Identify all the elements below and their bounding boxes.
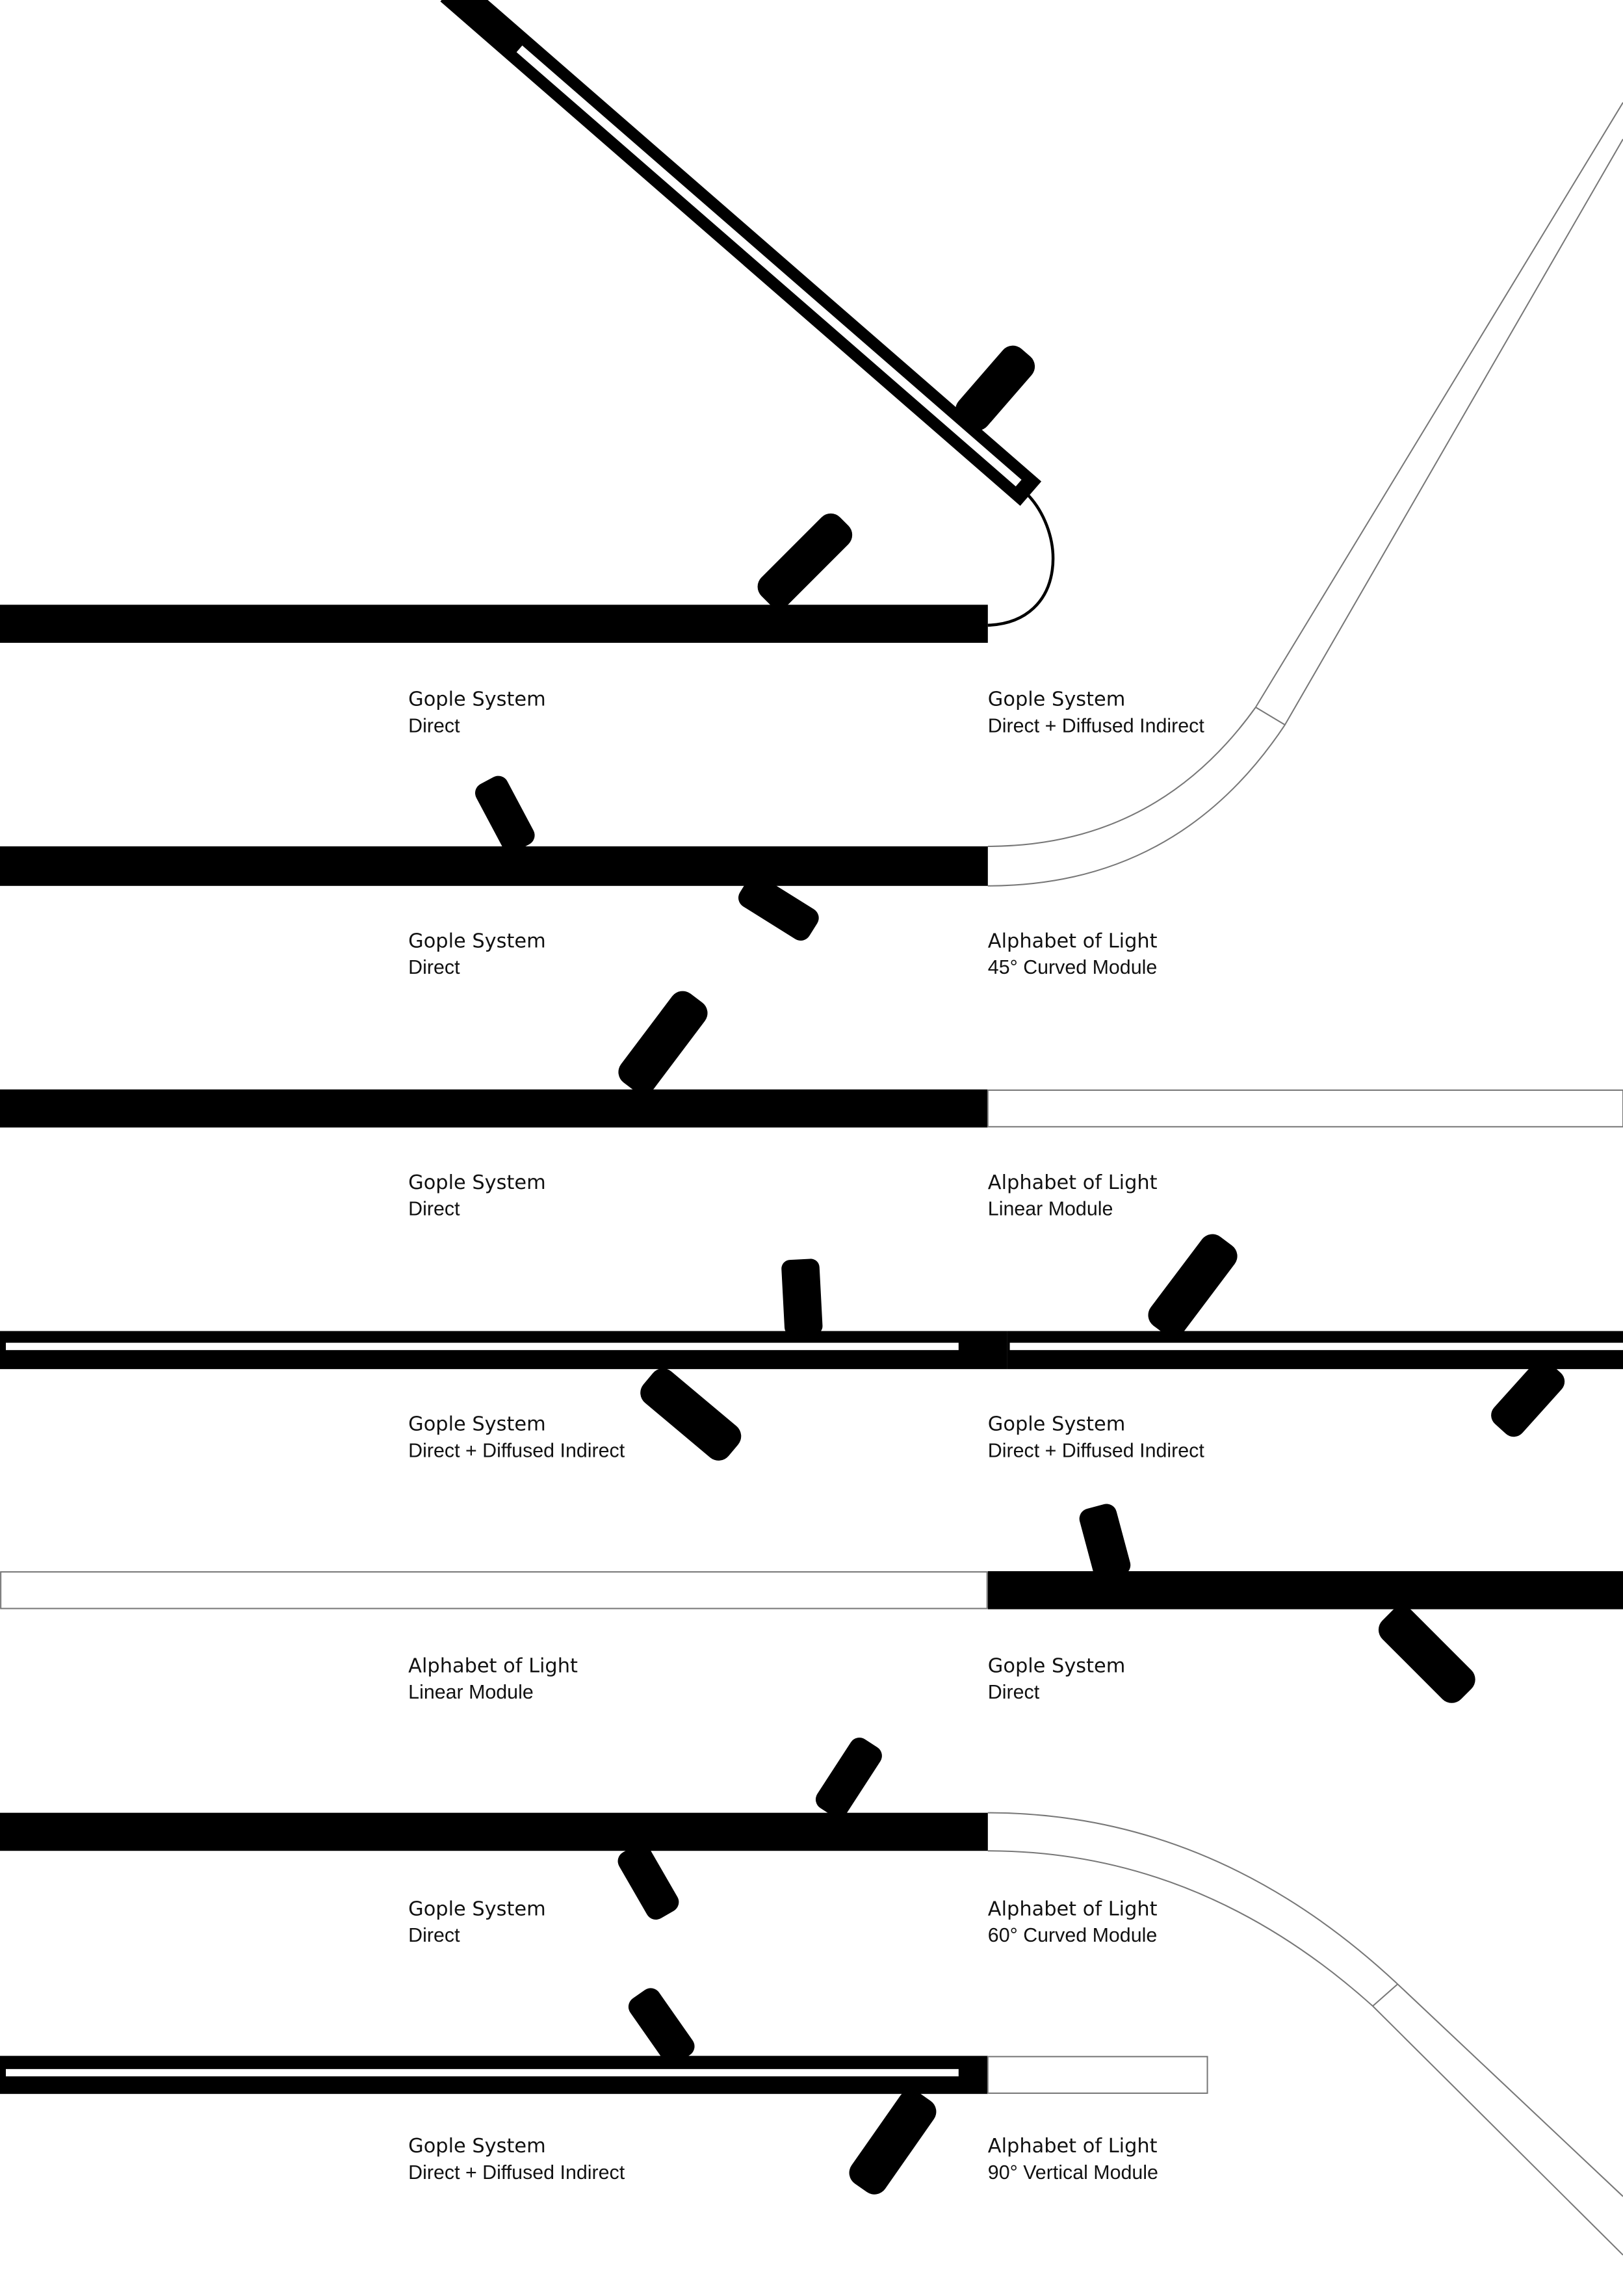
label-subtitle: Direct + Diffused Indirect (988, 714, 1205, 737)
gople-direct-bar (0, 1812, 988, 1851)
row-6 (0, 1738, 1623, 2256)
label-title: Gople System (988, 688, 1126, 711)
linear-module (0, 1571, 988, 1610)
label-subtitle: 45° Curved Module (988, 956, 1157, 978)
gople-direct-bar (0, 846, 988, 886)
spot-head (1491, 1360, 1565, 1437)
curved-45-module (987, 102, 1623, 887)
label-title: Gople System (408, 2135, 546, 2158)
spot-head (781, 1259, 823, 1337)
label-title: Gople System (408, 688, 546, 711)
spot-head (849, 2090, 937, 2195)
label-subtitle: Direct (408, 956, 460, 978)
row-5 (0, 1504, 1623, 1703)
label-title: Gople System (988, 1413, 1126, 1436)
label-subtitle: 90° Vertical Module (988, 2161, 1158, 2184)
spot-head (738, 875, 819, 941)
gople-direct-bar (0, 1089, 988, 1128)
label-title: Gople System (408, 930, 546, 952)
label-title: Gople System (408, 1898, 546, 1920)
spot-head (1378, 1606, 1475, 1703)
label-title: Gople System (988, 1654, 1126, 1677)
spot-head (955, 345, 1035, 431)
spot-head (757, 513, 853, 608)
label-title: Alphabet of Light (988, 1171, 1158, 1194)
row-1-direct-and-diagonal (0, 0, 1055, 643)
label-title: Alphabet of Light (408, 1654, 578, 1677)
row-3 (0, 991, 1623, 1128)
label-subtitle: Direct + Diffused Indirect (988, 1439, 1205, 1461)
label-title: Alphabet of Light (988, 1898, 1158, 1920)
linear-module (987, 1089, 1623, 1128)
label-title: Gople System (408, 1413, 546, 1436)
label-subtitle: Linear Module (988, 1198, 1113, 1220)
curved-60-module (987, 1812, 1623, 2256)
label-subtitle: Direct (988, 1681, 1040, 1703)
label-subtitle: Direct (408, 1924, 460, 1946)
label-subtitle: Direct + Diffused Indirect (408, 2161, 625, 2184)
label-subtitle: Direct + Diffused Indirect (408, 1439, 625, 1461)
label-subtitle: 60° Curved Module (988, 1924, 1157, 1946)
spot-head (1148, 1234, 1238, 1337)
gople-direct-bar (987, 1571, 1623, 1610)
label-subtitle: Direct (408, 1198, 460, 1220)
spot-head (815, 1738, 882, 1818)
row-2 (0, 776, 988, 941)
label-title: Alphabet of Light (988, 2135, 1158, 2158)
label-subtitle: Linear Module (408, 1681, 534, 1703)
row-7 (0, 1988, 1208, 2195)
row-4 (0, 1234, 1623, 1461)
label-title: Alphabet of Light (988, 930, 1158, 952)
spot-head (475, 776, 535, 853)
labels: Gople System Direct Gople System Direct … (408, 688, 1204, 2184)
power-cable (987, 486, 1055, 627)
spot-head (628, 1988, 695, 2065)
vertical-90-module (987, 2055, 1208, 2094)
label-title: Gople System (408, 1171, 546, 1194)
label-subtitle: Direct (408, 714, 460, 737)
spot-head (1079, 1504, 1131, 1580)
gople-direct-bar (0, 605, 988, 643)
spot-head (618, 991, 708, 1095)
spot-head (640, 1368, 742, 1461)
gople-diffused-diagonal-bar (440, 0, 1042, 506)
spot-head (617, 1844, 679, 1920)
